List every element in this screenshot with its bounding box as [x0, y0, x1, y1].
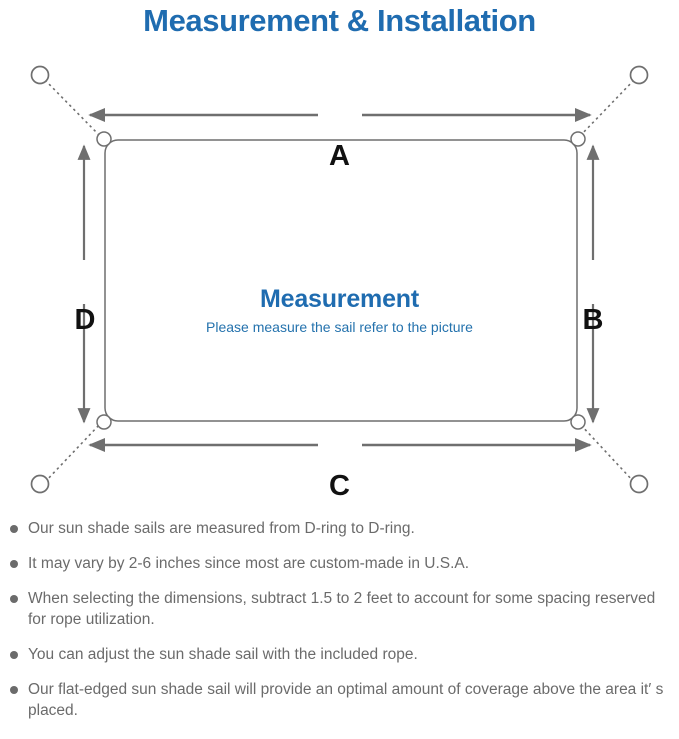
dimension-label-a: A: [329, 140, 350, 172]
top-right-anchor-ring: [629, 65, 649, 85]
list-item: You can adjust the sun shade sail with t…: [0, 644, 679, 665]
bullet-icon: [10, 595, 18, 603]
top-right-d-ring: [570, 131, 586, 147]
bottom-right-d-ring: [570, 414, 586, 430]
rope-line-top-left: [44, 79, 101, 137]
list-item: Our sun shade sails are measured from D-…: [0, 518, 679, 539]
note-text: Our sun shade sails are measured from D-…: [28, 520, 415, 537]
anchor-rings: [30, 65, 649, 494]
shade-sail-body: [104, 139, 578, 422]
bullet-icon: [10, 525, 18, 533]
note-text: Our flat-edged sun shade sail will provi…: [28, 681, 664, 719]
bottom-left-d-ring: [96, 414, 112, 430]
bottom-right-anchor-ring: [629, 474, 649, 494]
sail-d-rings: [96, 131, 586, 430]
dimension-label-d: D: [74, 304, 96, 336]
sail-heading: Measurement: [260, 285, 419, 313]
bullet-icon: [10, 651, 18, 659]
sail-diagram-svg: [30, 65, 649, 494]
rope-line-bottom-right: [579, 423, 635, 483]
top-left-d-ring: [96, 131, 112, 147]
measurement-diagram: Measurement Please measure the sail refe…: [0, 42, 679, 510]
notes-list: Our sun shade sails are measured from D-…: [0, 518, 679, 735]
rope-line-bottom-left: [44, 423, 101, 483]
note-text: When selecting the dimensions, subtract …: [28, 590, 656, 628]
rope-line-top-right: [579, 79, 635, 137]
top-left-anchor-ring: [30, 65, 50, 85]
rope-lines: [44, 79, 635, 483]
note-text: It may vary by 2-6 inches since most are…: [28, 555, 470, 572]
sail-subtext: Please measure the sail refer to the pic…: [206, 319, 473, 335]
bullet-icon: [10, 560, 18, 568]
page-title: Measurement & Installation: [143, 3, 536, 38]
list-item: Our flat-edged sun shade sail will provi…: [0, 679, 679, 721]
bullet-icon: [10, 686, 18, 694]
list-item: It may vary by 2-6 inches since most are…: [0, 553, 679, 574]
bottom-left-anchor-ring: [30, 474, 50, 494]
dimension-label-c: C: [329, 470, 350, 502]
dimension-label-b: B: [582, 304, 604, 336]
note-text: You can adjust the sun shade sail with t…: [28, 646, 418, 663]
list-item: When selecting the dimensions, subtract …: [0, 588, 679, 630]
